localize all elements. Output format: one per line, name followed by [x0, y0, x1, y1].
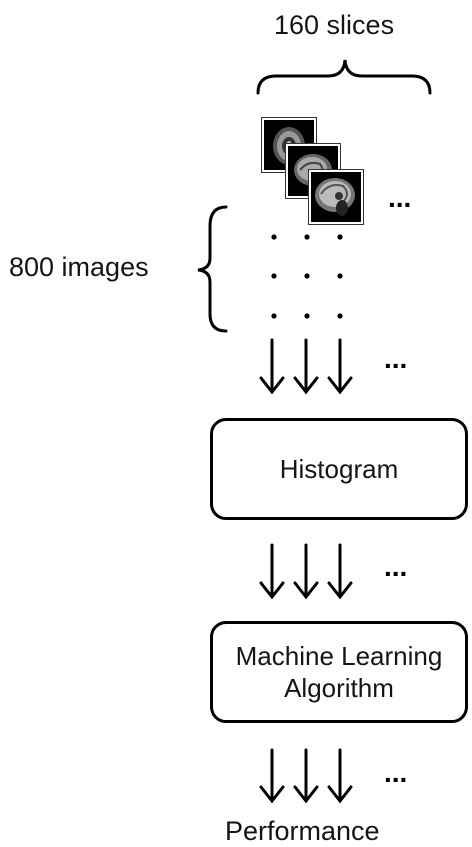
slices-brace — [256, 59, 432, 95]
images-brace — [197, 205, 228, 333]
brain-sagittal-icon — [315, 178, 355, 216]
ellipsis-slices: ... — [388, 182, 411, 213]
histogram-label: Histogram — [279, 454, 399, 484]
ellipsis-row-1: ... — [384, 343, 407, 374]
ml-label-line-2: Algorithm — [284, 673, 394, 703]
images-label: 800 images — [9, 252, 149, 282]
performance-label: Performance — [225, 816, 380, 846]
ml-label-line-1: Machine Learning — [235, 641, 443, 671]
arrows-to-performance — [259, 748, 353, 804]
slices-label: 160 slices — [274, 10, 395, 40]
dot-grid — [271, 234, 343, 319]
arrows-to-ml — [259, 543, 353, 600]
ellipsis-row-3: ... — [384, 757, 407, 788]
ellipsis-row-2: ... — [384, 551, 407, 582]
mri-slice-3 — [309, 170, 363, 224]
ml-algorithm-box: Machine Learning Algorithm — [210, 621, 468, 723]
histogram-box: Histogram — [210, 418, 468, 520]
arrows-to-histogram — [259, 338, 353, 395]
